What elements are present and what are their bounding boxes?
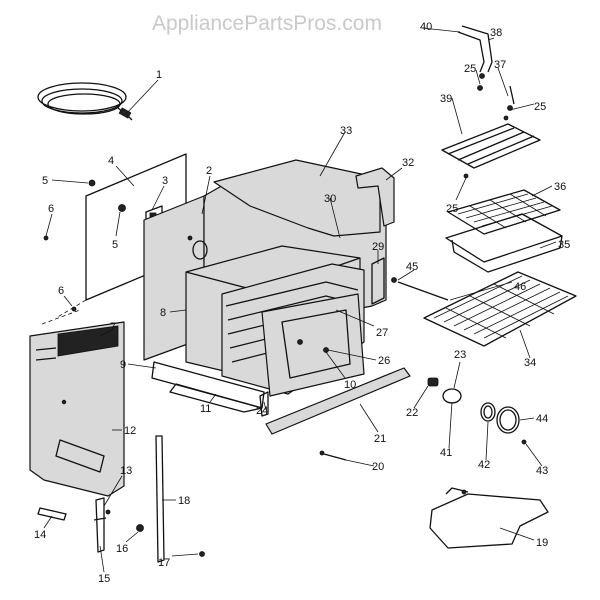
- callout-13: 13: [120, 465, 132, 477]
- callout-22: 22: [406, 407, 418, 419]
- callout-19: 19: [536, 537, 548, 549]
- callout-44: 44: [536, 413, 548, 425]
- callout-16: 16: [116, 543, 128, 555]
- callout-6b: 6: [58, 285, 64, 297]
- part-bottom-rail: [151, 361, 265, 413]
- callout-14: 14: [34, 529, 46, 541]
- callout-10: 10: [344, 379, 356, 391]
- part-corner-bracket: [355, 167, 395, 227]
- callout-21: 21: [374, 433, 386, 445]
- callout-2: 2: [206, 165, 212, 177]
- callout-4: 4: [108, 155, 114, 167]
- callout-33: 33: [340, 125, 352, 137]
- callout-36: 36: [554, 181, 566, 193]
- part-wire-harness: [429, 487, 549, 549]
- part-tube: [457, 25, 493, 91]
- part-heating-element: [441, 123, 541, 179]
- callout-35: 35: [558, 239, 570, 251]
- part-power-cord: [37, 82, 133, 121]
- callout-9: 9: [120, 359, 126, 371]
- part-latch-hardware: [37, 497, 205, 557]
- callout-5a: 5: [42, 175, 48, 187]
- callout-42: 42: [478, 459, 490, 471]
- callout-17: 17: [158, 557, 170, 569]
- callout-25a: 25: [464, 63, 476, 75]
- callout-30: 30: [324, 193, 336, 205]
- callout-3: 3: [162, 175, 168, 187]
- callout-29: 29: [372, 241, 384, 253]
- callout-labels: 1 2 3 4 5 5 6 6 7 8 9 10 11 12 13 14 15 …: [34, 21, 570, 585]
- part-broiler-pan: [445, 213, 563, 273]
- callout-5b: 5: [112, 239, 118, 251]
- callout-34: 34: [524, 357, 536, 369]
- callout-24: 24: [256, 405, 268, 417]
- part-long-rod: [155, 435, 165, 563]
- callout-11: 11: [200, 403, 211, 415]
- callout-12: 12: [124, 425, 136, 437]
- part-oven-rack: [423, 271, 577, 347]
- part-screw: [88, 179, 126, 212]
- callout-25c: 25: [446, 203, 458, 215]
- callout-46: 46: [514, 281, 526, 293]
- callout-23: 23: [454, 349, 466, 361]
- callout-32: 32: [402, 157, 414, 169]
- part-trim-screw: [319, 450, 347, 461]
- callout-26: 26: [378, 355, 390, 367]
- leader-lines: [43, 27, 557, 573]
- watermark-text: AppliancePartsPros.com: [152, 12, 382, 35]
- callout-27: 27: [376, 327, 388, 339]
- part-rack-rod: [391, 277, 449, 301]
- callout-43: 43: [536, 465, 548, 477]
- part-side-bracket: [371, 257, 385, 305]
- callout-1: 1: [156, 69, 162, 81]
- callout-8: 8: [160, 307, 166, 319]
- callout-39: 39: [440, 93, 452, 105]
- part-front-panel: [29, 309, 125, 497]
- callout-25b: 25: [534, 101, 546, 113]
- part-hinge: [259, 391, 269, 417]
- part-broiler-grid: [447, 189, 561, 235]
- callout-45: 45: [406, 261, 418, 273]
- callout-38: 38: [490, 27, 502, 39]
- part-element-bracket: [503, 85, 515, 121]
- callout-7: 7: [110, 321, 116, 333]
- part-control-knob-assembly: [427, 377, 527, 445]
- callout-41: 41: [440, 447, 452, 459]
- callout-20: 20: [372, 461, 384, 473]
- callout-18: 18: [178, 495, 190, 507]
- part-lower-trim: [265, 367, 411, 435]
- callout-40: 40: [420, 21, 432, 33]
- part-oven-door-frame: [261, 293, 365, 397]
- callout-37: 37: [494, 59, 506, 71]
- part-small-screw: [43, 235, 77, 312]
- callout-15: 15: [98, 573, 110, 585]
- callout-6a: 6: [48, 203, 54, 215]
